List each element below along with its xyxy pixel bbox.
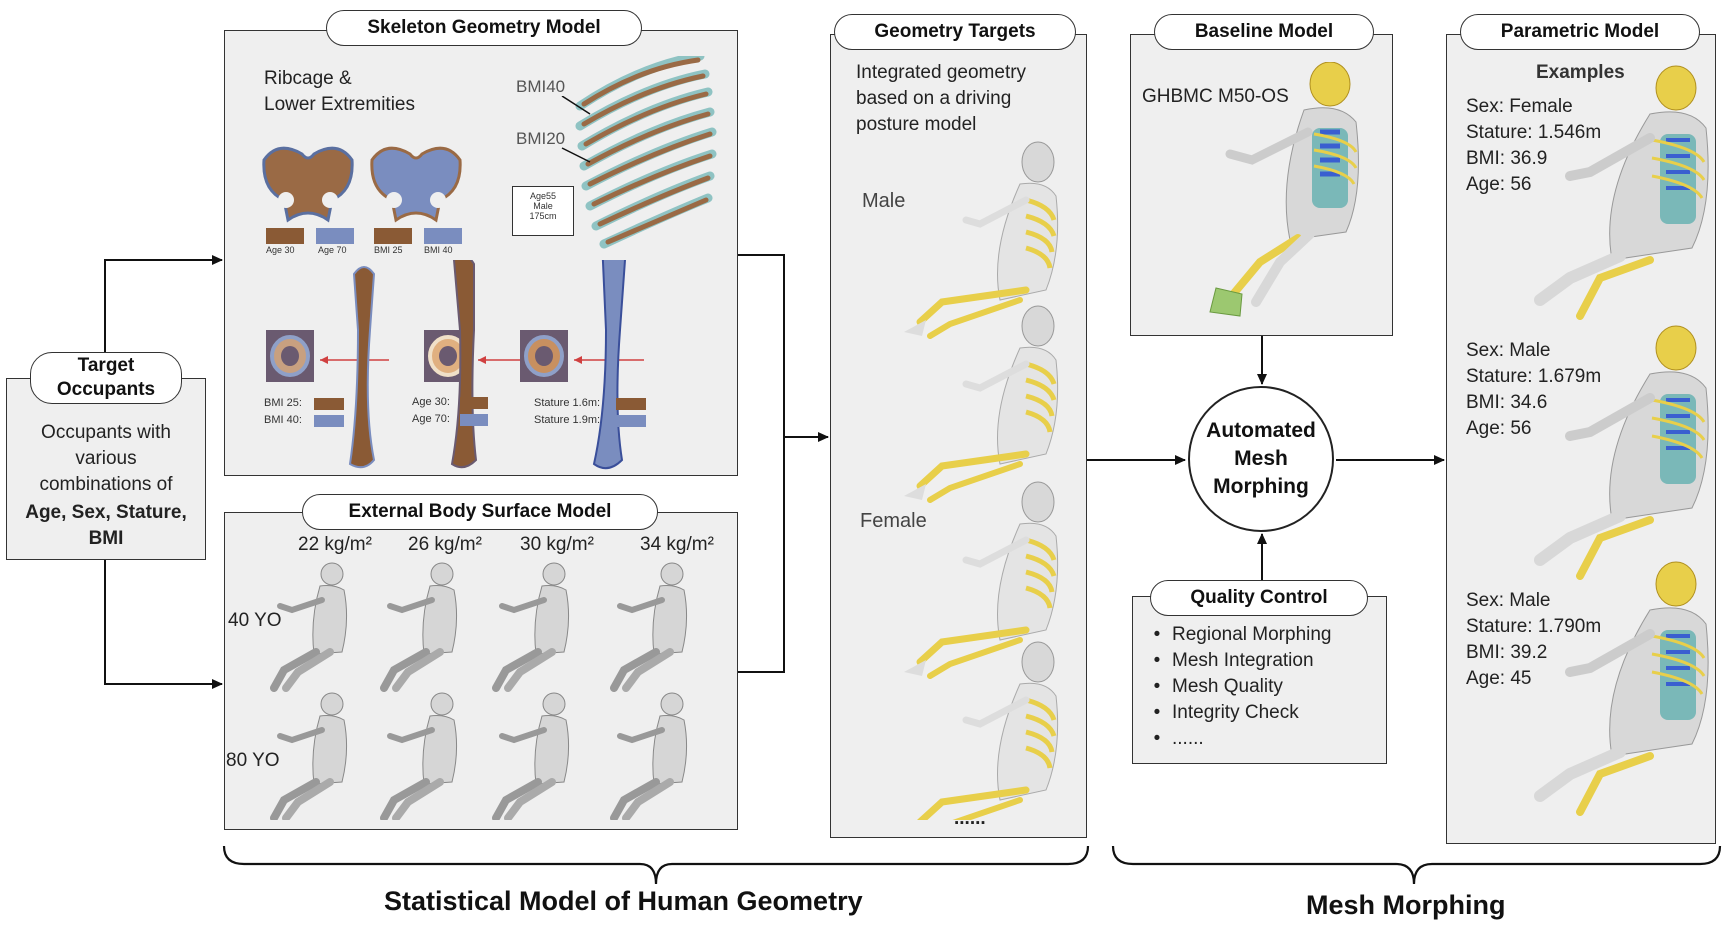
baseline-model-label: GHBMC M50-OS: [1142, 86, 1289, 107]
bmi-col-26: 26 kg/m²: [408, 534, 482, 555]
ribcage-pointers: [561, 96, 591, 163]
pelvis-label-age30: Age 30: [266, 245, 295, 255]
ex1-stature: Stature: 1.546m: [1466, 122, 1602, 143]
target-occupants-text-4: Age, Sex, Stature,: [25, 502, 187, 523]
target-occupants-text-2: various: [75, 448, 137, 469]
quality-control-list: •Regional Morphing •Mesh Integration •Me…: [1142, 622, 1332, 752]
ex3-sex: Sex: Male: [1466, 590, 1551, 611]
bmi20-label: BMI20: [516, 129, 566, 148]
femur3-label-stature16: Stature 1.6m:: [534, 397, 601, 409]
swatch-age30: [266, 228, 304, 244]
pelvis-label-bmi40: BMI 40: [424, 245, 453, 255]
ex3-age: Age: 45: [1466, 668, 1532, 689]
ex2-sex: Sex: Male: [1466, 340, 1551, 361]
center-line-3: Morphing: [1213, 475, 1309, 498]
quality-item-1: •Regional Morphing: [1153, 624, 1332, 645]
geometry-figures: [870, 140, 1080, 820]
femur1-swatch-brown: [314, 398, 344, 410]
external-body-title: External Body Surface Model: [302, 494, 658, 530]
target-occupants-title: Target Occupants: [30, 352, 182, 404]
geometry-male-label: Male: [862, 190, 906, 212]
bmi-col-22: 22 kg/m²: [298, 534, 372, 555]
femur3-label-stature19: Stature 1.9m:: [534, 414, 601, 426]
ex2-age: Age: 56: [1466, 418, 1532, 439]
parametric-model-title: Parametric Model: [1460, 14, 1700, 50]
femur-illustrations: [266, 260, 644, 470]
quality-item-4: •Integrity Check: [1153, 702, 1299, 723]
automated-mesh-morphing-node: Automated Mesh Morphing: [1188, 386, 1334, 532]
parametric-figures: [1500, 64, 1714, 844]
quality-control-panel: [1132, 596, 1387, 764]
quality-control-title: Quality Control: [1150, 580, 1368, 616]
skeleton-geometry-title: Skeleton Geometry Model: [326, 10, 642, 46]
external-body-panel: [224, 512, 738, 830]
bmi40-label: BMI40: [516, 77, 566, 96]
quality-item-2: •Mesh Integration: [1153, 650, 1314, 671]
footer-statistical-model: Statistical Model of Human Geometry: [384, 886, 863, 916]
ribcage-label-1: Ribcage &: [264, 68, 352, 89]
row-label-40yo: 40 YO: [228, 610, 282, 631]
femur2-label-age30: Age 30:: [412, 396, 450, 408]
geometry-female-label: Female: [860, 510, 927, 532]
geometry-text-1: Integrated geometry: [856, 62, 1027, 83]
swatch-bmi40: [424, 228, 462, 244]
ribcage-label-2: Lower Extremities: [264, 94, 415, 115]
ex3-stature: Stature: 1.790m: [1466, 616, 1602, 637]
femur1-label-bmi25: BMI 25:: [264, 397, 302, 409]
body-surface-grid: [270, 560, 730, 820]
geometry-targets-title: Geometry Targets: [834, 14, 1076, 50]
femur3-swatch-blue: [616, 415, 646, 427]
bmi-col-34: 34 kg/m²: [640, 534, 714, 555]
quality-item-5: •......: [1153, 728, 1204, 749]
pelvis-label-age70: Age 70: [318, 245, 347, 255]
ex2-stature: Stature: 1.679m: [1466, 366, 1602, 387]
pelvis-illustration-2: [370, 146, 462, 223]
ex1-bmi: BMI: 36.9: [1466, 148, 1548, 169]
examples-heading: Examples: [1536, 62, 1625, 83]
geometry-text-3: posture model: [856, 114, 977, 135]
swatch-age70: [316, 228, 354, 244]
swatch-bmi25: [374, 228, 412, 244]
ex1-age: Age: 56: [1466, 174, 1532, 195]
ribcage-info-box: Age55 Male 175cm: [512, 186, 574, 236]
quality-item-3: •Mesh Quality: [1153, 676, 1283, 697]
center-line-1: Automated: [1206, 419, 1316, 442]
pelvis-illustration-1: [262, 146, 354, 223]
target-occupants-text-3: combinations of: [39, 474, 173, 495]
footer-mesh-morphing: Mesh Morphing: [1306, 890, 1506, 920]
target-occupants-text-1: Occupants with: [41, 422, 171, 443]
baseline-model-title: Baseline Model: [1154, 14, 1374, 50]
pelvis-label-bmi25: BMI 25: [374, 245, 403, 255]
femur2-swatch-blue: [460, 414, 488, 426]
femur3-swatch-brown: [616, 398, 646, 410]
ex2-bmi: BMI: 34.6: [1466, 392, 1548, 413]
target-occupants-panel: [6, 378, 206, 560]
bmi-col-30: 30 kg/m²: [520, 534, 594, 555]
center-line-2: Mesh: [1234, 447, 1288, 470]
geometry-text-2: based on a driving: [856, 88, 1012, 109]
femur2-swatch-brown: [460, 397, 488, 409]
ribcage-illustration: [575, 56, 717, 249]
femur2-label-age70: Age 70:: [412, 413, 450, 425]
target-occupants-text-5: BMI: [88, 528, 124, 549]
femur1-label-bmi40: BMI 40:: [264, 414, 302, 426]
ex3-bmi: BMI: 39.2: [1466, 642, 1548, 663]
femur1-swatch-blue: [314, 415, 344, 427]
ex1-sex: Sex: Female: [1466, 96, 1573, 117]
baseline-figure: [1209, 62, 1359, 317]
row-label-80yo: 80 YO: [226, 750, 280, 771]
